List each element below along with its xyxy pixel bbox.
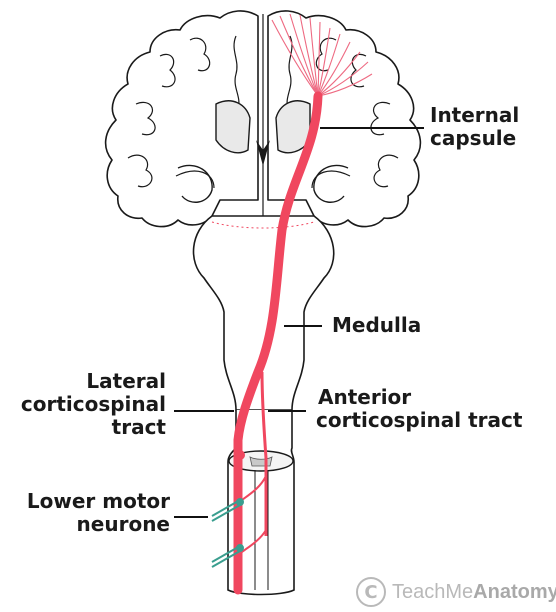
leader-lower-motor-neurone [174,516,208,518]
fibre-8 [317,33,341,97]
leader-lateral-tract [174,410,234,412]
fibre-7 [317,27,331,97]
fibre-4 [299,14,319,97]
corticospinal-tract [233,91,323,595]
anterior-corticospinal-branch [260,371,268,536]
cortex-sulci [127,35,399,189]
fibre-2 [279,15,319,97]
deep-nuclei [215,100,311,154]
label-lmn-line2: neurone [76,512,170,536]
fibre-1 [271,19,319,97]
fibre-12 [317,73,373,97]
label-medulla-text: Medulla [332,313,422,337]
fibre-6 [317,21,321,97]
label-internal-capsule-line1: Internal [430,103,520,127]
label-lmn-line1: Lower motor [26,489,170,513]
teachmeanatomy-watermark: C TeachMeAnatomy [356,577,556,607]
leader-internal-capsule [320,127,424,129]
label-medulla: Medulla [332,314,421,337]
copyright-logo-icon: C [356,577,386,607]
fibre-5 [309,17,319,97]
leader-medulla [284,325,322,327]
lower-motor-neurones [211,498,244,568]
pons-boundary [211,221,315,229]
label-anterior-line1: Anterior [318,385,412,409]
brainstem-outline [192,215,335,411]
decussation-point [235,450,245,460]
label-anterior-corticospinal-tract: Anterior corticospinal tract [316,386,522,432]
label-internal-capsule: Internal capsule [430,104,519,150]
label-lateral-line1: Lateral [86,369,166,393]
label-lateral-line3: tract [111,415,166,439]
leader-anterior-tract [268,410,306,412]
label-anterior-line2: corticospinal tract [316,408,523,432]
anterior-cross-fibre-1 [241,475,267,501]
cortical-fibre-fan [271,13,373,97]
watermark-brand-bold: Anatomy [473,580,556,603]
label-lateral-corticospinal-tract: Lateral corticospinal tract [21,370,166,439]
watermark-brand-regular: TeachMe [392,580,474,603]
fibre-3 [289,13,319,97]
temporal-lobes [177,164,349,203]
fibre-11 [317,61,369,97]
label-lower-motor-neurone: Lower motor neurone [27,490,170,536]
label-internal-capsule-line2: capsule [430,126,517,150]
watermark-brand: TeachMeAnatomy [392,581,556,604]
anterior-cross-fibre-2 [241,529,267,553]
label-lateral-line2: corticospinal [20,392,166,416]
fibre-9 [317,41,351,97]
